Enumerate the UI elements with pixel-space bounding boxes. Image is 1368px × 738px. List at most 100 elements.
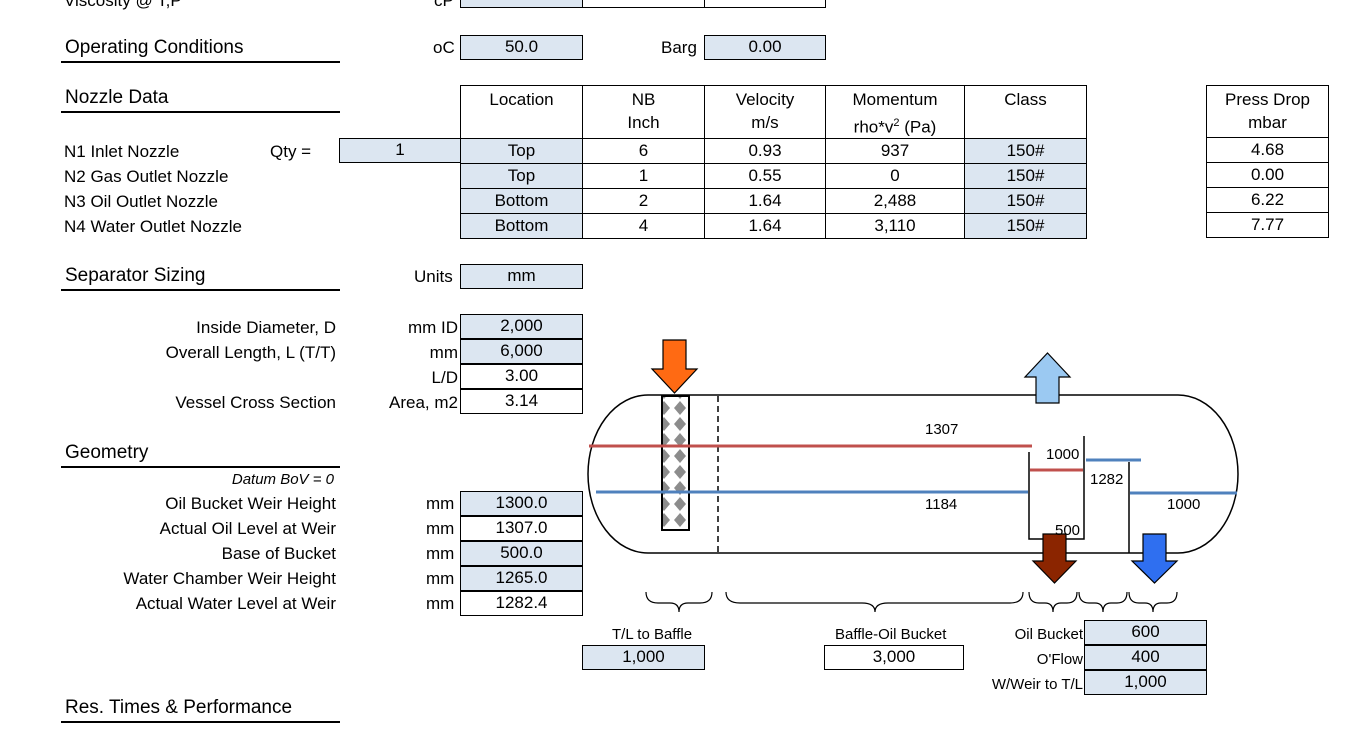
n4-location[interactable]: Bottom (460, 213, 583, 240)
n4-momentum: 3,110 (825, 213, 965, 240)
water-weir-length-label: W/Weir to T/L (991, 676, 1083, 693)
operating-conditions-title: Operating Conditions (61, 38, 340, 63)
bucket-base-cell[interactable]: 500.0 (460, 541, 583, 566)
geometry-title: Geometry (61, 443, 340, 468)
header-class-sub (964, 111, 1087, 140)
n1-nb[interactable]: 6 (582, 138, 705, 165)
n4-class[interactable]: 150# (964, 213, 1087, 240)
table-row: Top 1 0.55 0 150# (460, 163, 1087, 190)
bucket-weir-diagram-label: 1000 (1046, 446, 1080, 463)
n2-location[interactable]: Top (460, 163, 583, 190)
water-weir-height-unit: mm (426, 569, 455, 588)
units-cell[interactable]: mm (460, 264, 583, 289)
n2-velocity: 0.55 (704, 163, 826, 190)
n3-location[interactable]: Bottom (460, 188, 583, 215)
n2-class[interactable]: 150# (964, 163, 1087, 190)
header-press-drop: Press Drop (1206, 85, 1329, 112)
temperature-cell[interactable]: 50.0 (460, 35, 583, 60)
n4-nb[interactable]: 4 (582, 213, 705, 240)
oil-bucket-length-cell[interactable]: 600 (1084, 620, 1207, 645)
oil-level-unit: mm (426, 519, 455, 538)
brace-water-weir (1128, 591, 1178, 613)
table-row: Bottom 4 1.64 3,110 150# (460, 213, 1087, 240)
header-class: Class (964, 85, 1087, 112)
cross-section-cell: 3.14 (460, 389, 583, 414)
pressure-unit-label: Barg (661, 38, 697, 57)
brace-tl-baffle (645, 591, 713, 613)
overall-length-cell[interactable]: 6,000 (460, 339, 583, 364)
vessel-shell (587, 394, 1239, 554)
header-velocity: Velocity (704, 85, 826, 112)
header-momentum: Momentum (825, 85, 965, 112)
n4-velocity: 1.64 (704, 213, 826, 240)
n4-press-drop: 7.77 (1206, 212, 1329, 238)
oil-outlet-arrow-icon (1031, 533, 1078, 584)
water-weir-height-cell[interactable]: 1265.0 (460, 566, 583, 591)
n1-press-drop: 4.68 (1206, 137, 1329, 163)
bucket-base-diagram-label: 500 (1055, 522, 1081, 539)
water-weir-height-label: Water Chamber Weir Height (123, 569, 336, 588)
n3-velocity: 1.64 (704, 188, 826, 215)
viscosity-unit: cP (434, 0, 454, 10)
units-label: Units (414, 267, 453, 286)
n3-name: N3 Oil Outlet Nozzle (64, 192, 218, 211)
oil-weir-height-label: Oil Bucket Weir Height (165, 494, 336, 513)
header-nb: NB (582, 85, 705, 112)
inlet-arrow-icon (650, 339, 699, 394)
right-water-diagram-label: 1000 (1167, 496, 1201, 513)
nozzle-table: Location NB Velocity Momentum Class Inch… (460, 85, 1087, 240)
header-momentum-unit: rho*v2 (Pa) (825, 111, 965, 140)
header-location-sub (460, 111, 583, 140)
inside-diameter-label: Inside Diameter, D (196, 318, 336, 337)
pressure-cell[interactable]: 0.00 (704, 35, 826, 60)
cross-section-unit: Area, m2 (389, 393, 458, 412)
brace-oil-bucket (1028, 591, 1078, 613)
water-outlet-arrow-icon (1130, 533, 1179, 584)
n4-name: N4 Water Outlet Nozzle (64, 217, 242, 236)
header-press-drop-unit: mbar (1206, 111, 1329, 138)
n1-class[interactable]: 150# (964, 138, 1087, 165)
water-level-cell: 1282.4 (460, 591, 583, 616)
viscosity-label: Viscosity @ T,P (64, 0, 182, 10)
press-drop-table: Press Drop mbar 4.68 0.00 6.22 7.77 (1206, 85, 1329, 238)
ld-ratio-cell: 3.00 (460, 364, 583, 389)
res-times-title: Res. Times & Performance (61, 698, 340, 723)
table-row: 7.77 (1206, 212, 1329, 238)
water-weir-diagram-label: 1282 (1090, 471, 1124, 488)
ld-unit: L/D (431, 368, 458, 387)
oil-level-cell: 1307.0 (460, 516, 583, 541)
qty-label: Qty = (270, 142, 312, 161)
viscosity-water-cell[interactable]: 0.700 (704, 0, 826, 8)
overall-length-unit: mm (429, 343, 458, 362)
momentum-unit-base: rho*v (853, 117, 894, 137)
header-velocity-unit: m/s (704, 111, 826, 140)
temp-unit-label: oC (433, 38, 455, 57)
oil-bucket-length-label: Oil Bucket (1014, 626, 1083, 643)
n1-name: N1 Inlet Nozzle (64, 142, 180, 161)
bucket-base-unit: mm (426, 544, 455, 563)
cross-section-label: Vessel Cross Section (175, 393, 336, 412)
oil-weir-height-cell[interactable]: 1300.0 (460, 491, 583, 516)
header-nb-unit: Inch (582, 111, 705, 140)
overflow-length-cell[interactable]: 400 (1084, 645, 1207, 670)
inside-diameter-unit: mm ID (407, 318, 458, 337)
header-location: Location (460, 85, 583, 112)
water-level-unit: mm (426, 594, 455, 613)
datum-note: Datum BoV = 0 (231, 471, 334, 488)
overall-length-label: Overall Length, L (T/T) (165, 343, 336, 362)
oil-level-diagram-label: 1307 (925, 421, 959, 438)
baffle-oil-label: Baffle-Oil Bucket (835, 626, 947, 643)
brace-overflow (1078, 591, 1128, 613)
water-weir-length-cell[interactable]: 1,000 (1084, 670, 1207, 695)
inside-diameter-cell[interactable]: 2,000 (460, 314, 583, 339)
water-level-label: Actual Water Level at Weir (135, 594, 336, 613)
tl-baffle-cell[interactable]: 1,000 (582, 645, 705, 670)
n2-momentum: 0 (825, 163, 965, 190)
nozzle-data-title: Nozzle Data (61, 88, 340, 113)
oil-level-label: Actual Oil Level at Weir (159, 519, 336, 538)
qty-cell[interactable]: 1 (339, 138, 461, 163)
momentum-unit-pa: (Pa) (899, 117, 937, 137)
baffle-oil-cell: 3,000 (824, 645, 964, 670)
overflow-length-label: O'Flow (1036, 651, 1083, 668)
